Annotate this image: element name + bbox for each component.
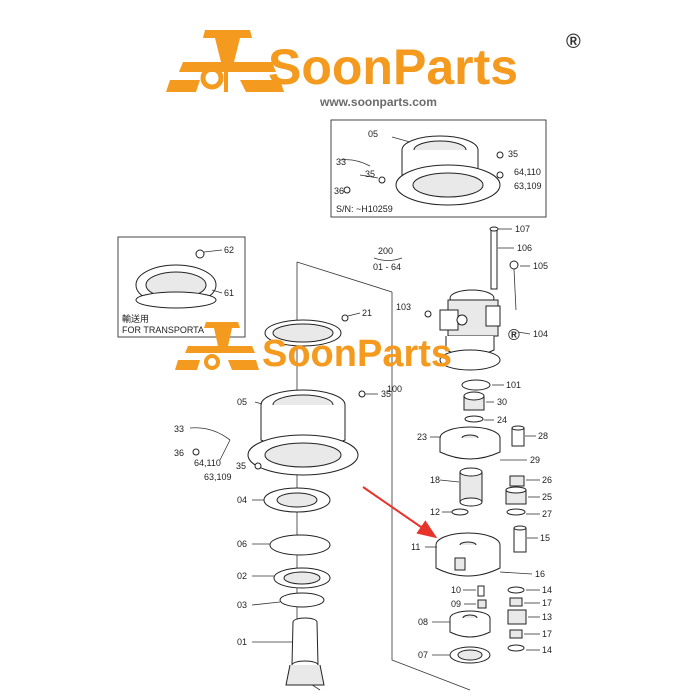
label-inset-36: 36 [334, 186, 344, 196]
watermark-mark [175, 322, 259, 370]
label-107: 107 [515, 224, 530, 234]
label-24: 24 [497, 415, 507, 425]
label-25: 25 [542, 492, 552, 502]
label-15: 15 [540, 533, 550, 543]
label-inset-61: 61 [224, 288, 234, 298]
label-35: 35 [381, 389, 391, 399]
label-30: 30 [497, 397, 507, 407]
brand-logo-top: SoonParts ® www.soonparts.com [166, 30, 581, 109]
label-100: 100 [387, 384, 402, 394]
label-04: 04 [237, 495, 247, 505]
label-inset-62: 62 [224, 245, 234, 255]
label-02: 02 [237, 571, 247, 581]
label-13: 13 [542, 612, 552, 622]
right-column-parts: 107 106 105 103 104 100 101 30 [387, 224, 552, 664]
group-range: 01 - 64 [373, 262, 401, 272]
label-inset-33: 33 [336, 157, 346, 167]
label-inset-64-110: 64,110 [514, 167, 541, 177]
label-01: 01 [237, 637, 247, 647]
label-16: 16 [535, 569, 545, 579]
label-inset-35a: 35 [365, 169, 375, 179]
label-28: 28 [538, 431, 548, 441]
inset-top: 05 33 35 35 36 64,110 63,109 S/N: ~H1025… [330, 119, 547, 218]
watermark-registered-mark: ® [508, 327, 520, 344]
label-29: 29 [530, 455, 540, 465]
label-63-109: 63,109 [204, 472, 232, 482]
label-21: 21 [362, 308, 372, 318]
label-35b: 35 [236, 461, 246, 471]
serial-note: S/N: ~H10259 [336, 204, 393, 214]
label-17a: 17 [542, 598, 552, 608]
label-36: 36 [174, 448, 184, 458]
red-arrow-icon [362, 486, 438, 539]
label-105: 105 [533, 261, 548, 271]
registered-mark: ® [566, 31, 581, 53]
label-23: 23 [417, 432, 427, 442]
label-11: 11 [411, 542, 420, 552]
label-06: 06 [237, 539, 247, 549]
label-17b: 17 [542, 629, 552, 639]
left-column-parts: 21 05 35 33 36 64,110 35 63,109 04 06 [174, 308, 391, 686]
label-10: 10 [451, 585, 461, 595]
label-inset-05: 05 [368, 129, 378, 139]
label-101: 101 [506, 380, 521, 390]
caption-en: FOR TRANSPORTA [122, 325, 204, 335]
label-18: 18 [430, 475, 440, 485]
label-27: 27 [542, 509, 552, 519]
label-08: 08 [418, 617, 428, 627]
label-12: 12 [430, 507, 440, 517]
swing-motor [439, 289, 501, 371]
label-05: 05 [237, 397, 247, 407]
label-106: 106 [517, 243, 532, 253]
label-14b: 14 [542, 645, 552, 655]
watermark-brand-name: SoonParts [262, 333, 452, 375]
label-inset-35b: 35 [508, 149, 518, 159]
label-03: 03 [237, 600, 247, 610]
label-14a: 14 [542, 585, 552, 595]
label-07: 07 [418, 650, 428, 660]
label-103: 103 [396, 302, 411, 312]
label-33: 33 [174, 424, 184, 434]
label-104: 104 [533, 329, 548, 339]
caption-jp: 輸送用 [122, 313, 149, 324]
brand-name: SoonParts [268, 39, 518, 95]
brand-logo-watermark: SoonParts ® [175, 322, 520, 375]
label-64-110: 64,110 [194, 458, 221, 468]
inset-left: 62 61 輸送用 FOR TRANSPORTA [117, 236, 246, 338]
logo-mark [166, 30, 284, 92]
group-label: 200 [378, 246, 393, 256]
label-09: 09 [451, 599, 461, 609]
label-26: 26 [542, 475, 552, 485]
brand-url: www.soonparts.com [319, 95, 437, 109]
label-inset-63-109: 63,109 [514, 181, 542, 191]
